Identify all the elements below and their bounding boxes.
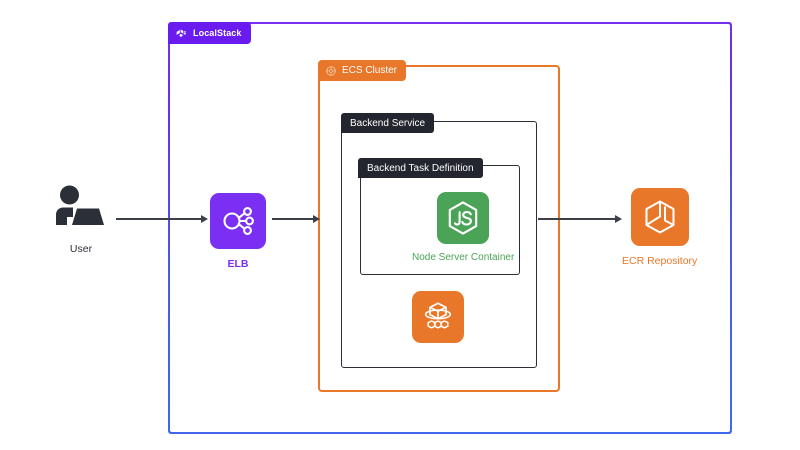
- arrow-line: [116, 218, 201, 220]
- user-at-laptop-icon: [50, 183, 112, 235]
- ecs-container-icon: [412, 291, 464, 343]
- arrow-user-to-elb: [116, 214, 208, 224]
- localstack-badge: LocalStack: [168, 22, 251, 44]
- backend-service-label: Backend Service: [350, 117, 426, 129]
- node-elb-label: ELB: [227, 258, 249, 270]
- node-user-label: User: [69, 243, 93, 255]
- ecr-repository-icon: [630, 188, 689, 246]
- backend-task-definition-badge: Backend Task Definition: [358, 158, 483, 178]
- localstack-logo-icon: [175, 27, 188, 40]
- arrow-line: [272, 218, 313, 220]
- ecs-cluster-label: ECS Cluster: [342, 65, 398, 76]
- arrow-elb-to-ecs-cluster: [272, 214, 320, 224]
- node-node-server-container-label: Node Server Container: [412, 252, 515, 263]
- arrow-backend-service-to-ecr: [538, 214, 622, 224]
- arrow-head: [313, 215, 320, 223]
- arrow-head: [201, 215, 208, 223]
- arrow-line: [538, 218, 615, 220]
- backend-service-badge: Backend Service: [341, 113, 435, 133]
- node-ecr-repository-label: ECR Repository: [622, 255, 698, 267]
- localstack-badge-label: LocalStack: [193, 28, 242, 38]
- node-user[interactable]: User: [50, 183, 112, 255]
- node-elb[interactable]: ELB: [210, 193, 266, 270]
- nodejs-icon: [437, 192, 490, 244]
- node-node-server-container[interactable]: Node Server Container: [412, 192, 514, 263]
- node-ecs-task-container[interactable]: [412, 291, 464, 343]
- ecs-cluster-badge: ECS Cluster: [318, 60, 407, 81]
- arrow-head: [615, 215, 622, 223]
- ecs-cluster-icon: [325, 65, 337, 77]
- node-ecr-repository[interactable]: ECR Repository: [622, 188, 697, 267]
- elastic-load-balancer-icon: [210, 193, 266, 249]
- backend-task-definition-label: Backend Task Definition: [367, 162, 474, 174]
